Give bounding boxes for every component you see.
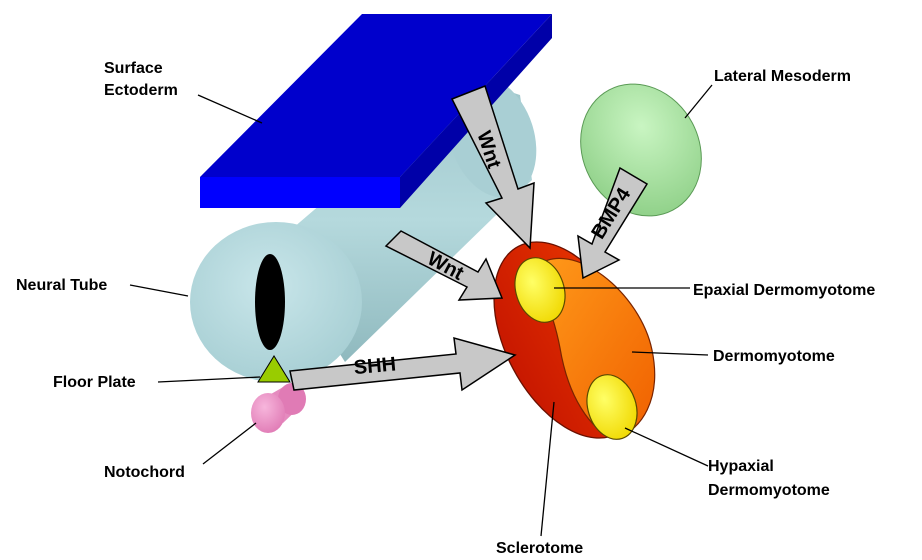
shh-label: SHH [353, 353, 397, 379]
dermomyotome-label: Dermomyotome [713, 348, 835, 365]
neural-tube-label: Neural Tube [16, 277, 107, 294]
leader-surface-ectoderm [198, 95, 262, 123]
surface-ectoderm-label-2: Ectoderm [104, 82, 178, 99]
leader-sclerotome [541, 402, 554, 536]
notochord [251, 383, 306, 433]
leader-hypaxial [625, 428, 708, 466]
hypaxial-label-1: Hypaxial [708, 458, 774, 475]
leader-neural-tube [130, 285, 188, 296]
somite [463, 217, 672, 462]
leader-lateral-mesoderm [685, 85, 712, 118]
leader-floor-plate [158, 377, 260, 382]
neural-tube-lumen [255, 254, 285, 350]
lateral-mesoderm [558, 63, 724, 238]
floor-plate-label: Floor Plate [53, 374, 136, 391]
lateral-mesoderm-label: Lateral Mesoderm [714, 68, 851, 85]
surface-ectoderm-label-1: Surface [104, 60, 163, 77]
sclerotome-label: Sclerotome [496, 540, 583, 557]
leader-notochord [203, 423, 256, 464]
notochord-label: Notochord [104, 464, 185, 481]
hypaxial-label-2: Dermomyotome [708, 482, 830, 499]
epaxial-dermomyotome-label: Epaxial Dermomyotome [693, 282, 875, 299]
